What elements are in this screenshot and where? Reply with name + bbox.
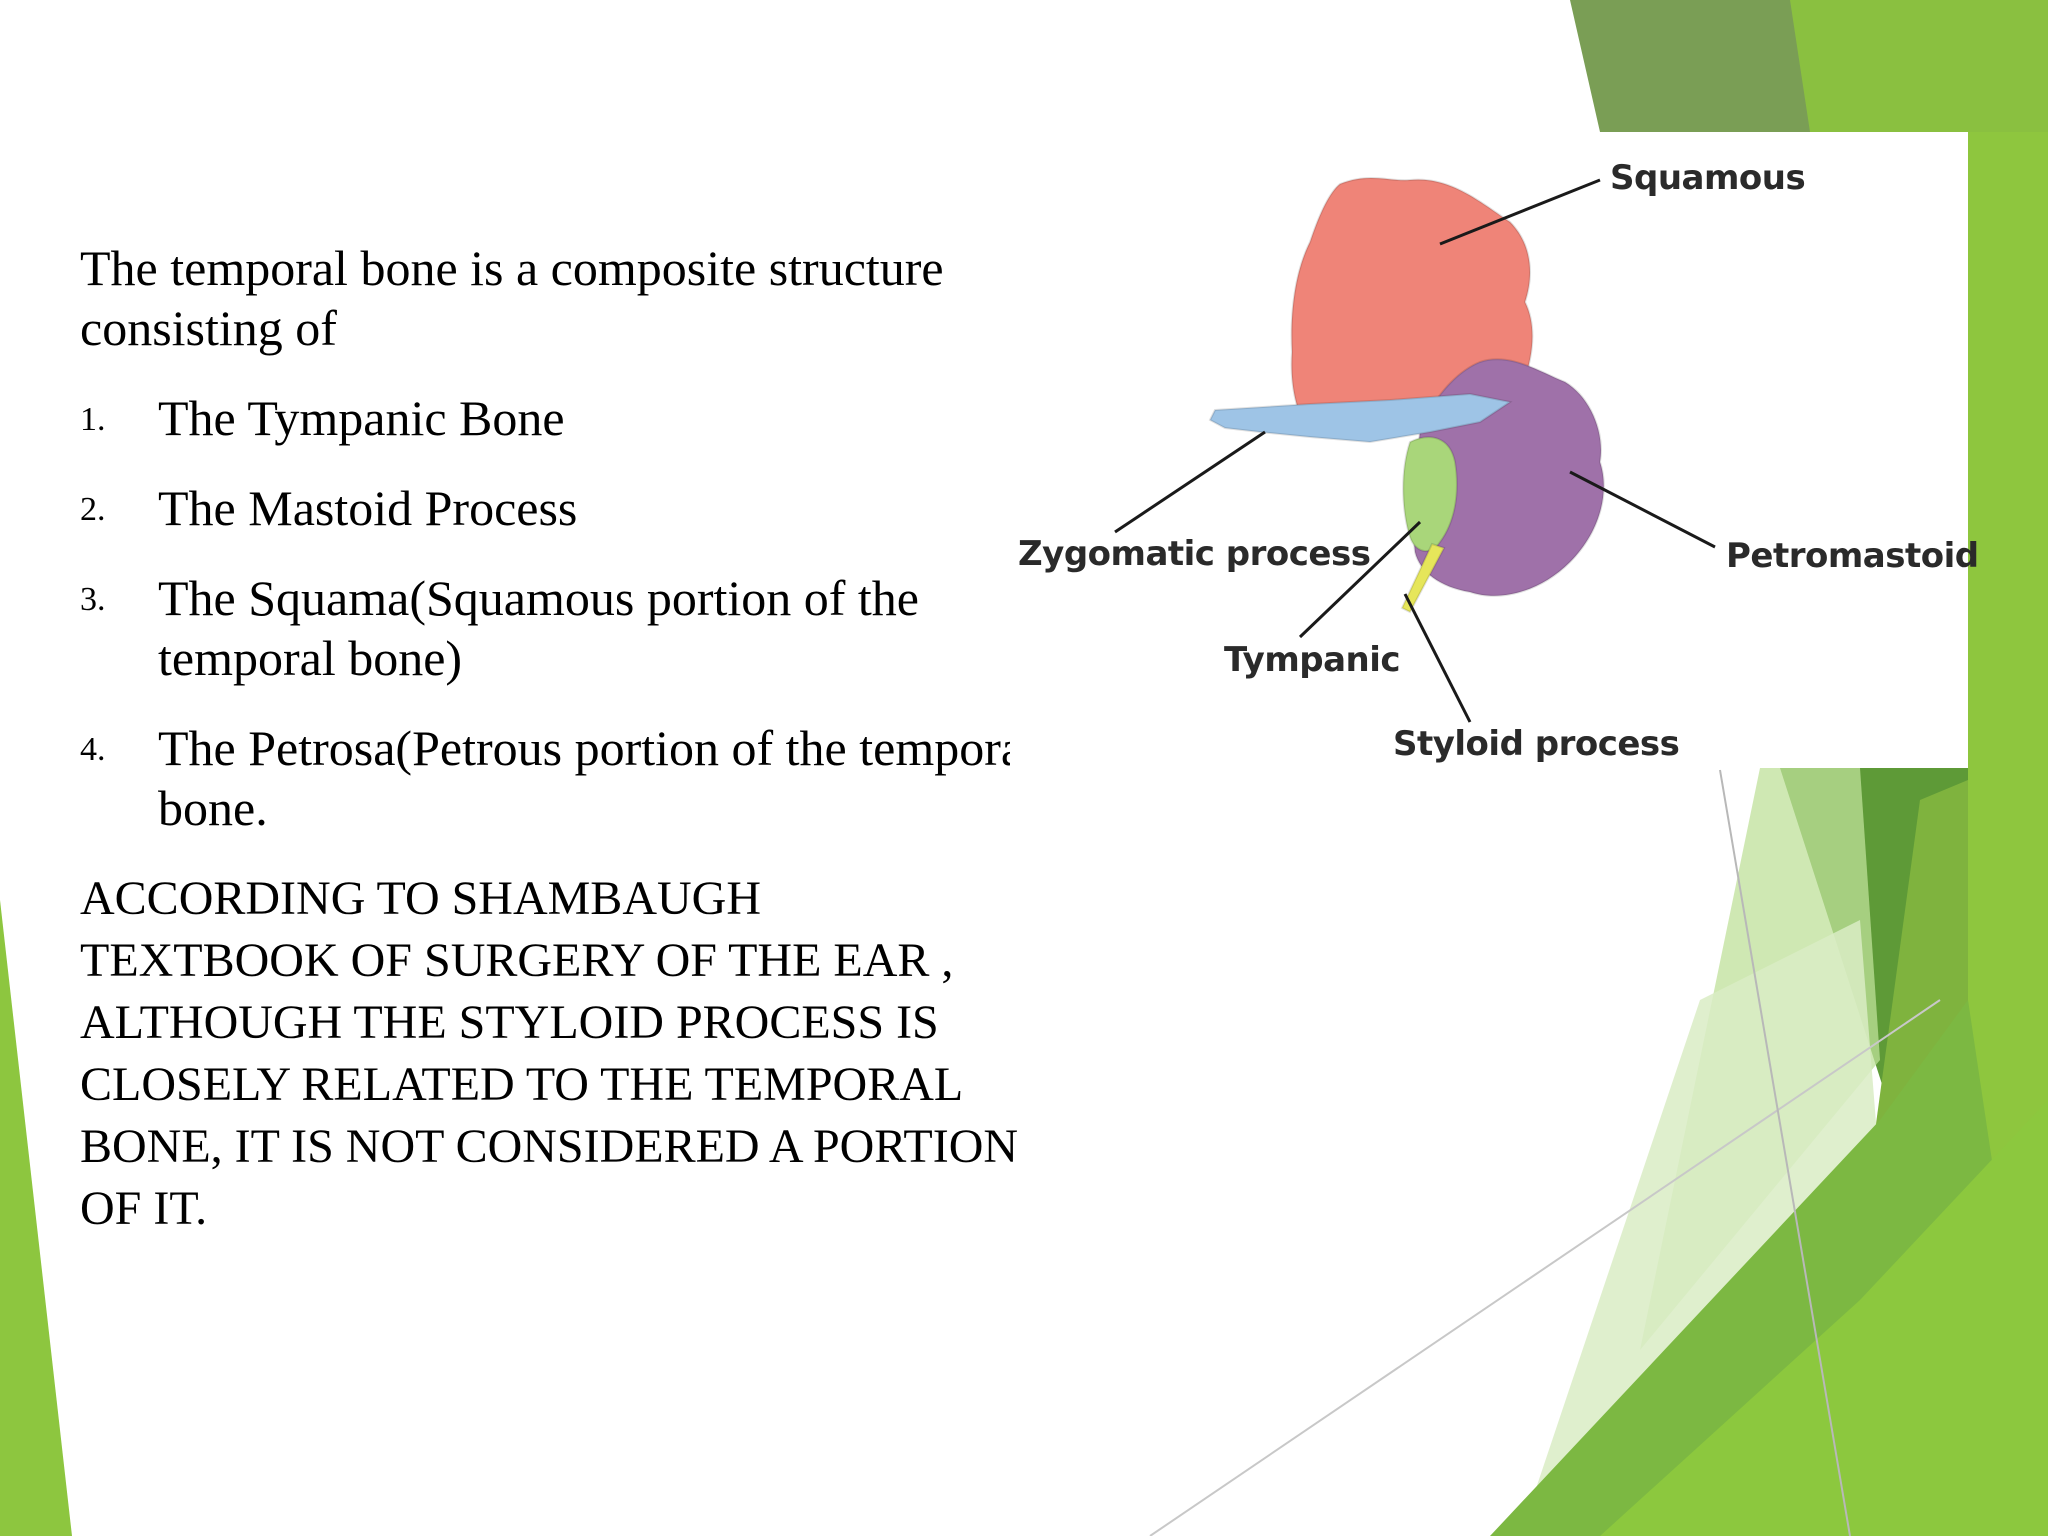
slide-text: The temporal bone is a composite structu… <box>80 238 1040 1240</box>
components-list: 1. The Tympanic Bone 2. The Mastoid Proc… <box>80 388 1040 838</box>
list-number: 3. <box>80 581 106 618</box>
styloid-process-part <box>1400 542 1446 614</box>
label-tympanic: Tympanic <box>1224 640 1401 680</box>
petromastoid-leader-line <box>1569 470 1716 549</box>
intro-text: The temporal bone is a composite structu… <box>80 240 944 356</box>
list-text: The Mastoid Process <box>158 480 578 536</box>
shambaugh-note: ACCORDING TO SHAMBAUGH TEXTBOOK OF SURGE… <box>80 872 1019 1235</box>
list-number: 4. <box>80 731 106 768</box>
list-text: The Petrosa(Petrous portion of the tempo… <box>158 720 1037 836</box>
label-zygomatic-process: Zygomatic process <box>1018 534 1371 574</box>
right-pale-shape <box>1520 920 1890 1536</box>
top-right-green-shape <box>1790 0 2048 132</box>
temporal-bone-illustration <box>1114 177 1716 723</box>
top-right-dark-shape <box>1570 0 1840 132</box>
label-styloid-process: Styloid process <box>1393 724 1680 764</box>
temporal-bone-diagram: Squamous Zygomatic process Petromastoid … <box>1010 132 1979 768</box>
list-item: 1. The Tympanic Bone <box>80 388 1040 448</box>
tympanic-leader-line <box>1298 520 1422 639</box>
thin-vertical-line <box>1719 769 1851 1536</box>
list-item: 4. The Petrosa(Petrous portion of the te… <box>80 718 1040 838</box>
list-item: 3. The Squama(Squamous portion of the te… <box>80 568 1040 688</box>
bottom-right-bright-shape <box>1600 1100 2048 1536</box>
squamous-leader-line <box>1439 178 1601 246</box>
label-squamous: Squamous <box>1610 158 1806 198</box>
left-green-wedge <box>0 900 72 1536</box>
list-text: The Tympanic Bone <box>158 390 565 446</box>
list-item: 2. The Mastoid Process <box>80 478 1040 538</box>
zygomatic-leader-line <box>1114 430 1266 534</box>
list-number: 2. <box>80 491 106 528</box>
list-number: 1. <box>80 401 106 438</box>
styloid-leader-line <box>1403 593 1472 723</box>
thin-diagonal-line <box>1149 999 1941 1536</box>
tympanic-part <box>1402 436 1458 552</box>
list-text: The Squama(Squamous portion of the tempo… <box>158 570 919 686</box>
zygomatic-process-part <box>1208 392 1513 444</box>
label-petromastoid: Petromastoid <box>1726 536 1979 576</box>
